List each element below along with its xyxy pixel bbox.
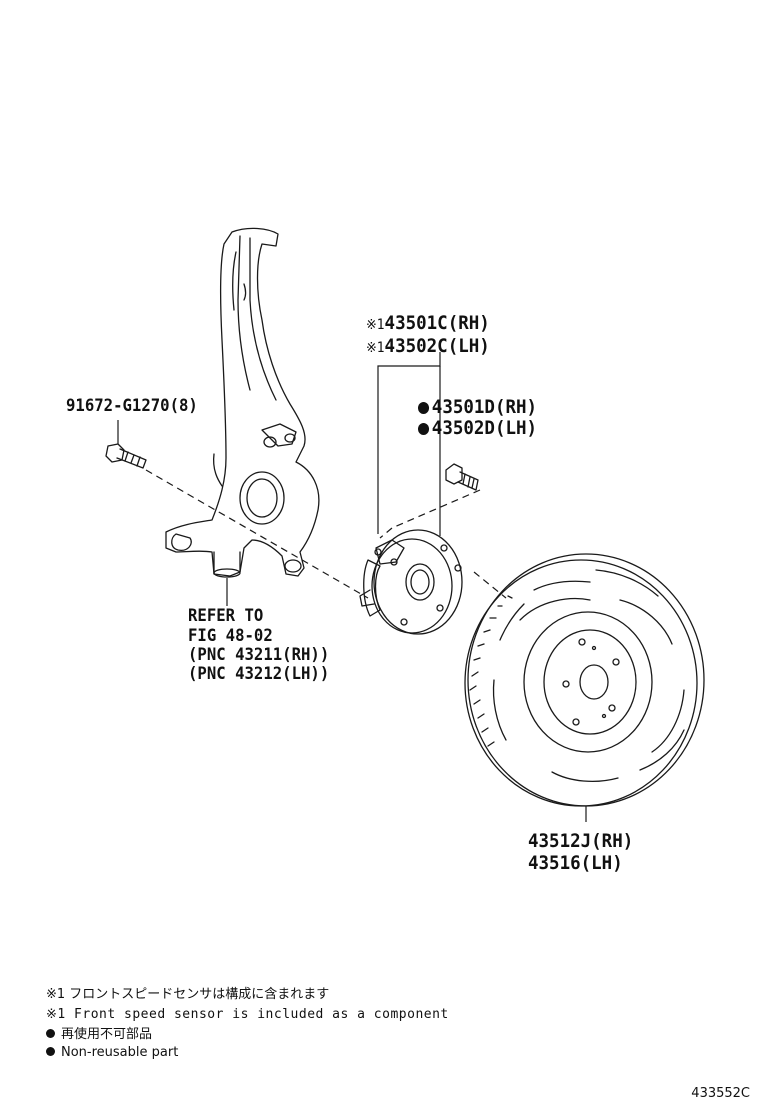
- brake-disc: [464, 553, 705, 807]
- hub-bolt-callout-rh: 43501D(RH): [418, 396, 537, 418]
- nonreuse-note-en-text: Non-reusable part: [61, 1045, 179, 1060]
- hub-sensor-callout-lh: ※143502C(LH): [366, 335, 490, 359]
- hub-sensor-callout-rh: ※143501C(RH): [366, 312, 490, 336]
- part-number: 43501D(RH): [431, 396, 538, 418]
- knuckle-bolt-callout: 91672-G1270(8): [66, 396, 198, 416]
- sensor-note-en: ※1 Front speed sensor is included as a c…: [46, 1007, 449, 1022]
- hub-bolt-callout-lh: 43502D(LH): [418, 417, 537, 439]
- non-reusable-dot-icon: [46, 1047, 55, 1056]
- nonreuse-note-jp-text: 再使用不可部品: [61, 1027, 153, 1042]
- part-number: 43502D(LH): [431, 417, 538, 439]
- figure-id: 433552C: [691, 1086, 750, 1101]
- component-mark: ※1: [366, 340, 385, 356]
- knuckle-ref-line1: REFER TO: [188, 606, 264, 626]
- assembly-lines: [145, 469, 507, 599]
- hub-bolt: [445, 463, 479, 491]
- nonreuse-note-jp: 再使用不可部品: [46, 1026, 152, 1044]
- sensor-note-jp: ※1 フロントスピードセンサは構成に含まれます: [46, 987, 330, 1002]
- nonreuse-note-en: Non-reusable part: [46, 1044, 178, 1062]
- knuckle-ref-line3: (PNC 43211(RH)): [188, 645, 330, 665]
- knuckle-ref-line4: (PNC 43212(LH)): [188, 664, 330, 684]
- hub-bearing: [359, 529, 463, 635]
- leader-lines: [117, 352, 587, 822]
- non-reusable-dot-icon: [46, 1029, 55, 1038]
- non-reusable-dot-icon: [418, 402, 430, 414]
- part-number: 43501C(RH): [384, 312, 490, 334]
- knuckle-ref-line2: FIG 48-02: [188, 626, 273, 646]
- disc-callout-rh: 43512J(RH): [528, 830, 634, 852]
- disc-callout-lh: 43516(LH): [528, 852, 623, 874]
- component-mark: ※1: [366, 317, 385, 333]
- part-number: 43502C(LH): [384, 335, 490, 357]
- non-reusable-dot-icon: [418, 423, 430, 435]
- steering-knuckle: [165, 227, 320, 578]
- knuckle-bolt: [105, 443, 147, 469]
